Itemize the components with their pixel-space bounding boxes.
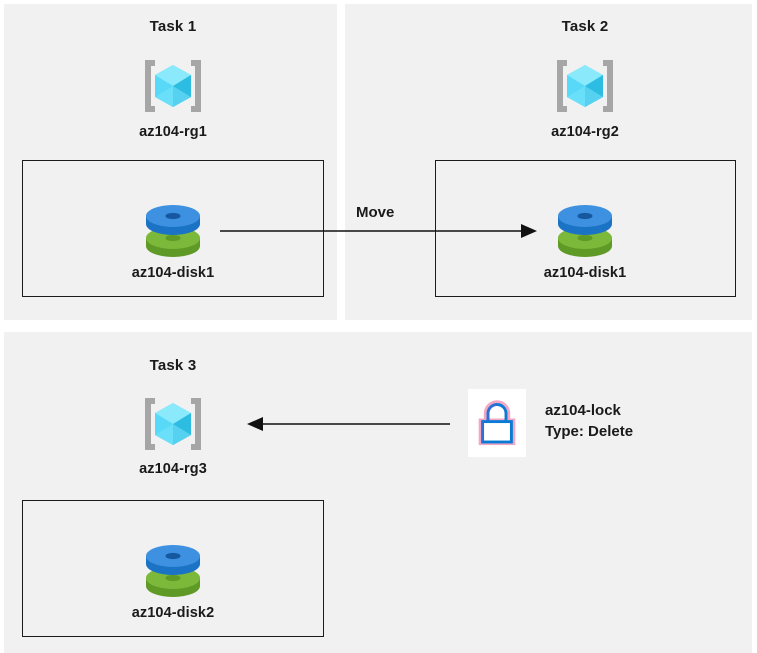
lock-icon [468, 389, 526, 457]
resource-group-icon [551, 56, 619, 116]
task-3-resource-label: az104-disk2 [131, 605, 215, 621]
managed-disk-icon [552, 197, 618, 259]
task-1-resource-box [22, 160, 324, 297]
task-2-resource-label: az104-disk1 [543, 265, 627, 281]
move-arrow-label: Move [356, 204, 395, 221]
task-3-resource-box [22, 500, 324, 637]
lock-name: az104-lock [545, 402, 621, 419]
task-3-resource-group-label: az104-rg3 [139, 461, 207, 477]
task-2-resource-group-label: az104-rg2 [551, 124, 619, 140]
lock-info: az104-lock Type: Delete [545, 400, 633, 442]
resource-group-icon [139, 394, 207, 454]
panel-task-2 [345, 4, 752, 320]
lock-arrow [247, 417, 450, 431]
task-2-title: Task 2 [561, 18, 609, 35]
task-1-resource-group-label: az104-rg1 [139, 124, 207, 140]
resource-group-icon [139, 56, 207, 116]
lock-type: Type: Delete [545, 423, 634, 440]
task-3-title: Task 3 [149, 357, 197, 374]
panel-task-1 [4, 4, 337, 320]
task-1-resource-label: az104-disk1 [131, 265, 215, 281]
task-1-title: Task 1 [149, 18, 197, 35]
panel-task-3 [4, 332, 752, 653]
managed-disk-icon [140, 537, 206, 599]
task-2-resource-box [435, 160, 736, 297]
move-arrow [220, 224, 537, 238]
managed-disk-icon [140, 197, 206, 259]
